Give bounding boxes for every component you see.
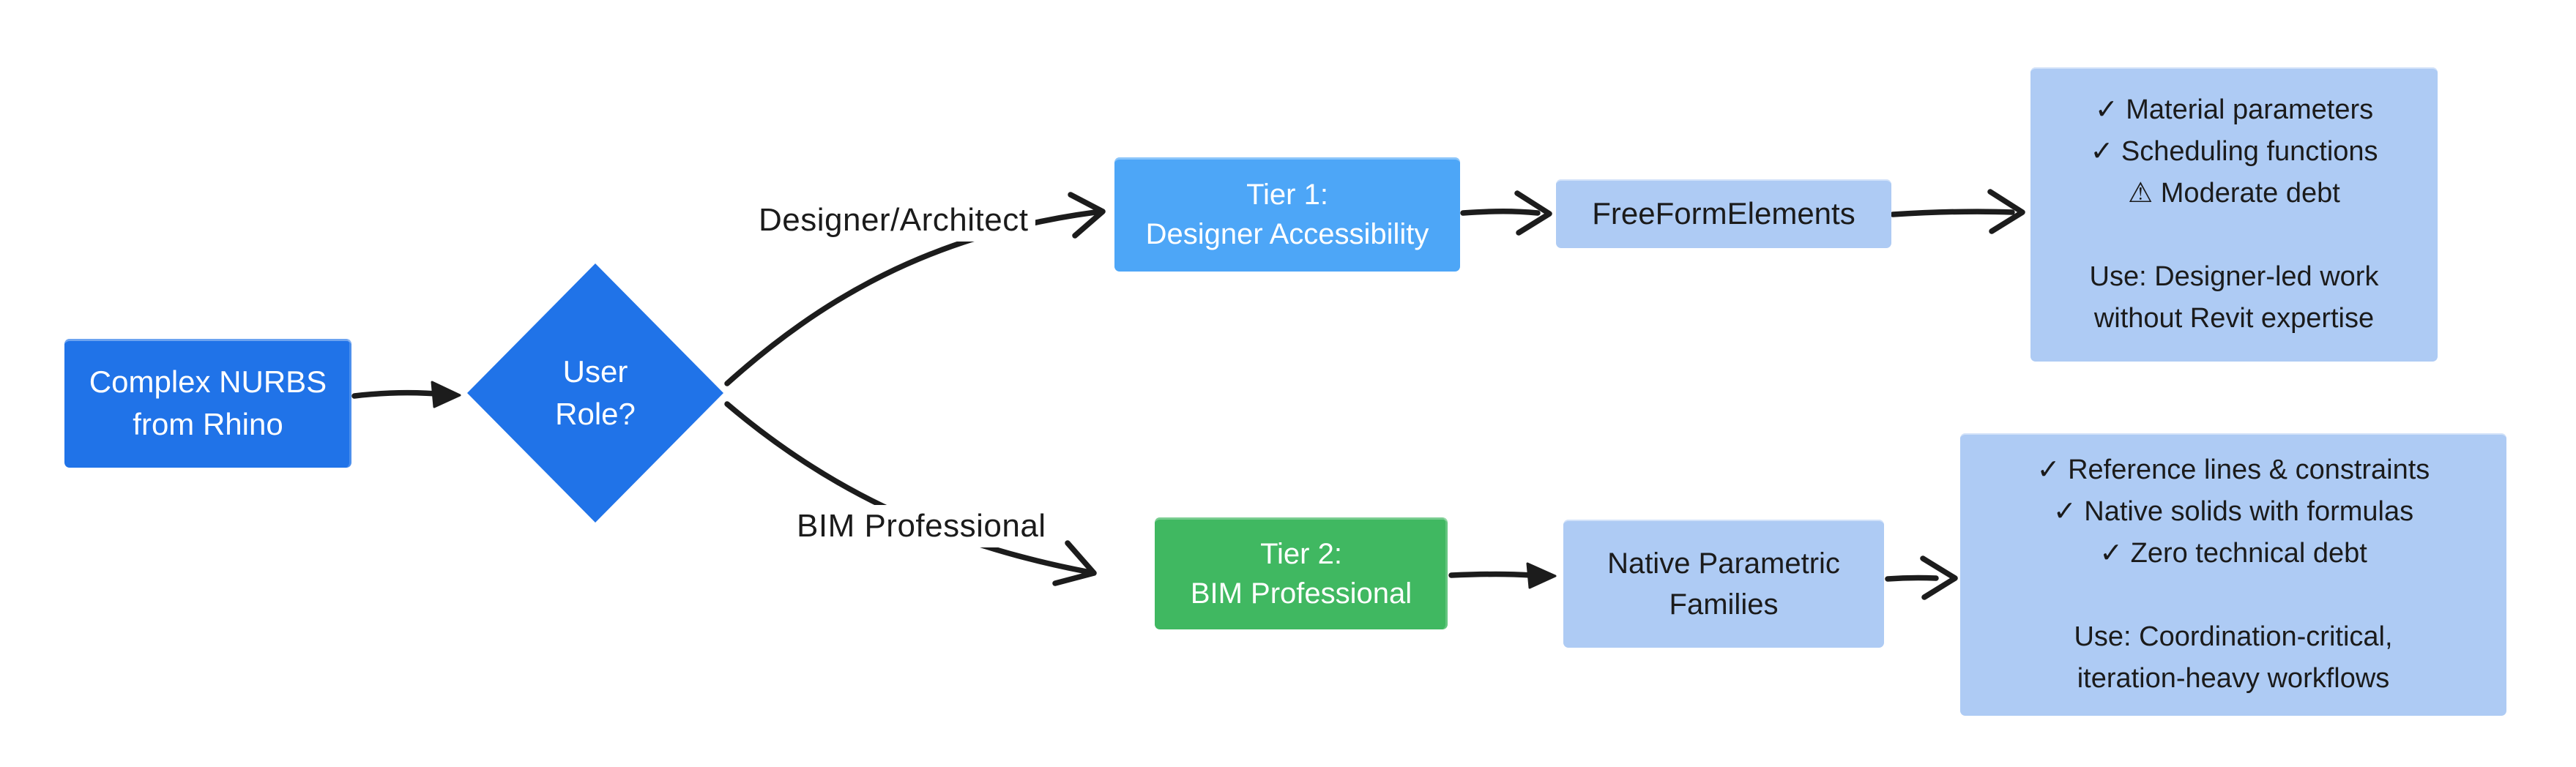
node-text-line: FreeFormElements <box>1592 196 1855 231</box>
use-case-line: without Revit expertise <box>2093 303 2375 334</box>
node-text-line: Complex NURBS <box>89 364 327 399</box>
use-case-line: iteration-heavy workflows <box>2077 663 2390 694</box>
arrowhead-freeform-to-result1 <box>1987 189 2025 234</box>
edge-label-designer-architect: Designer/Architect <box>751 199 1036 242</box>
node-text-line: User <box>562 354 628 389</box>
arrowhead-source-to-decision <box>431 381 461 408</box>
check-item: ✓ Material parameters <box>2094 94 2374 125</box>
arrowhead-decision-to-tier2 <box>1052 540 1097 586</box>
node-text-line: Tier 2: <box>1260 537 1342 570</box>
check-item: ✓ Zero technical debt <box>2099 538 2367 569</box>
node-text-line: Role? <box>555 397 636 431</box>
node-user-role-decision: User Role? <box>467 263 723 523</box>
node-tier1-designer-accessibility: Tier 1: Designer Accessibility <box>1114 157 1460 272</box>
edge-tier1-to-freeform <box>1460 209 1541 216</box>
arrowhead-decision-to-tier1 <box>1068 192 1106 239</box>
warning-item: ⚠ Moderate debt <box>2128 178 2340 209</box>
edge-label-bim-professional: BIM Professional <box>789 505 1054 547</box>
use-case-line: Use: Coordination-critical, <box>2074 621 2393 652</box>
node-text-line: Designer Accessibility <box>1145 218 1429 250</box>
edge-native-to-result2 <box>1885 575 1939 582</box>
node-freeformelements: FreeFormElements <box>1556 179 1891 248</box>
node-tier1-result-details: ✓ Material parameters ✓ Scheduling funct… <box>2030 67 2438 362</box>
node-complex-nurbs: Complex NURBS from Rhino <box>64 339 351 468</box>
arrowhead-tier1-to-freeform <box>1514 190 1552 236</box>
node-text-line: from Rhino <box>133 407 283 441</box>
arrowhead-native-to-result2 <box>1920 555 1958 600</box>
edge-freeform-to-result1 <box>1890 209 2015 217</box>
node-tier2-bim-professional: Tier 2: BIM Professional <box>1155 517 1448 629</box>
use-case-line: Use: Designer-led work <box>2089 261 2379 292</box>
node-text-line: Families <box>1669 588 1779 621</box>
check-item: ✓ Native solids with formulas <box>2052 496 2414 527</box>
check-item: ✓ Scheduling functions <box>2090 136 2378 167</box>
arrowhead-tier2-to-native <box>1526 562 1557 589</box>
node-text-line: BIM Professional <box>1190 577 1412 610</box>
edge-source-to-decision <box>351 389 448 399</box>
node-tier2-result-details: ✓ Reference lines & constraints ✓ Native… <box>1960 433 2506 716</box>
node-text-line: Tier 1: <box>1246 179 1328 211</box>
check-item: ✓ Reference lines & constraints <box>2036 454 2430 485</box>
node-text-line: Native Parametric <box>1607 547 1840 580</box>
node-native-parametric-families: Native Parametric Families <box>1563 520 1884 648</box>
edge-tier2-to-native <box>1448 571 1535 578</box>
